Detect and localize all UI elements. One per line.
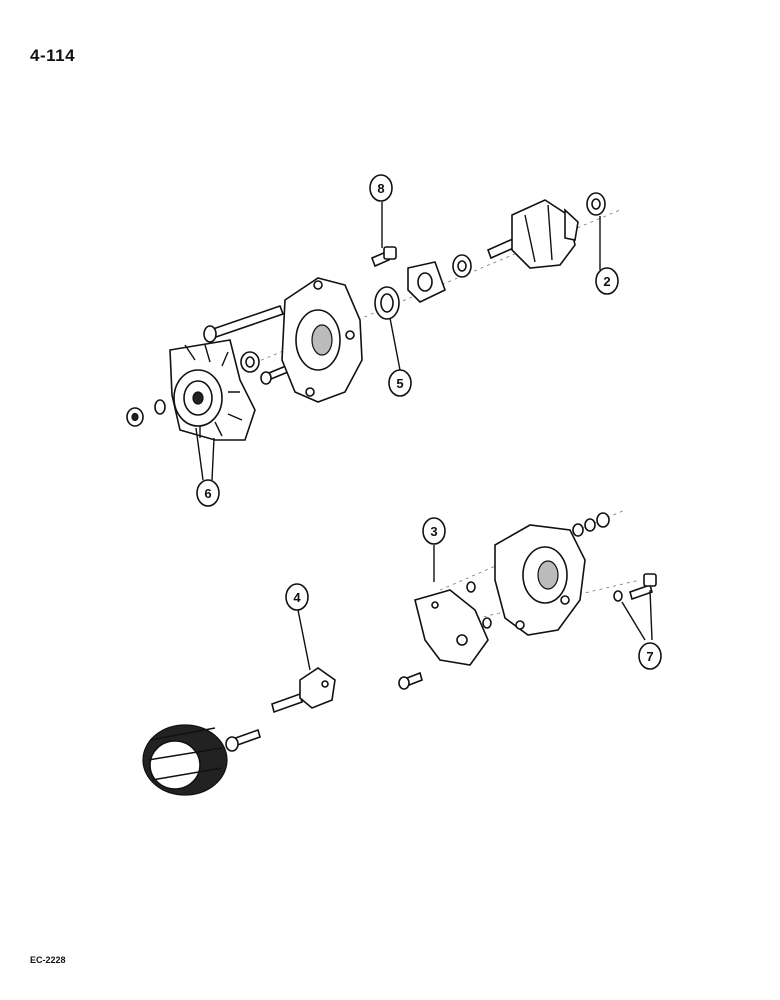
front-bearing — [374, 286, 400, 320]
spacer-small — [466, 581, 492, 629]
svg-text:2: 2 — [603, 274, 610, 289]
callout-6: 6 — [196, 479, 220, 507]
stator — [142, 724, 228, 796]
stator-bolt — [225, 728, 261, 752]
nut — [126, 407, 144, 427]
rectifier-plate-3 — [414, 589, 489, 666]
washer — [154, 399, 166, 415]
svg-text:4: 4 — [293, 590, 301, 605]
svg-text:6: 6 — [204, 486, 211, 501]
through-bolt-long — [203, 304, 285, 343]
callout-2: 2 — [595, 267, 619, 295]
bolt-8 — [370, 246, 397, 268]
rotor — [486, 199, 579, 269]
rear-bearing — [586, 192, 606, 216]
nut-and-washers — [572, 512, 610, 537]
svg-text:3: 3 — [430, 524, 437, 539]
page-number: 4-114 — [30, 46, 76, 65]
screw — [398, 671, 423, 690]
svg-text:5: 5 — [396, 376, 403, 391]
svg-text:7: 7 — [646, 649, 653, 664]
spacer-collar — [452, 254, 472, 278]
small-bolt — [260, 364, 289, 385]
figure-code: EC-2228 — [30, 955, 66, 965]
retainer-plate — [407, 261, 446, 303]
callout-7: 7 — [638, 642, 662, 670]
slip-ring-end-housing — [494, 524, 586, 636]
callout-3: 3 — [422, 517, 446, 545]
spacer — [240, 351, 260, 373]
drive-end-housing — [281, 277, 363, 403]
callout-5: 5 — [388, 369, 412, 397]
leader-lines — [195, 202, 653, 671]
brush-holder — [271, 667, 336, 714]
callout-8: 8 — [369, 174, 393, 202]
callout-4: 4 — [285, 583, 309, 611]
fan-and-pulley — [169, 339, 256, 441]
terminal-bolt-7 — [613, 573, 657, 602]
svg-text:8: 8 — [377, 181, 384, 196]
